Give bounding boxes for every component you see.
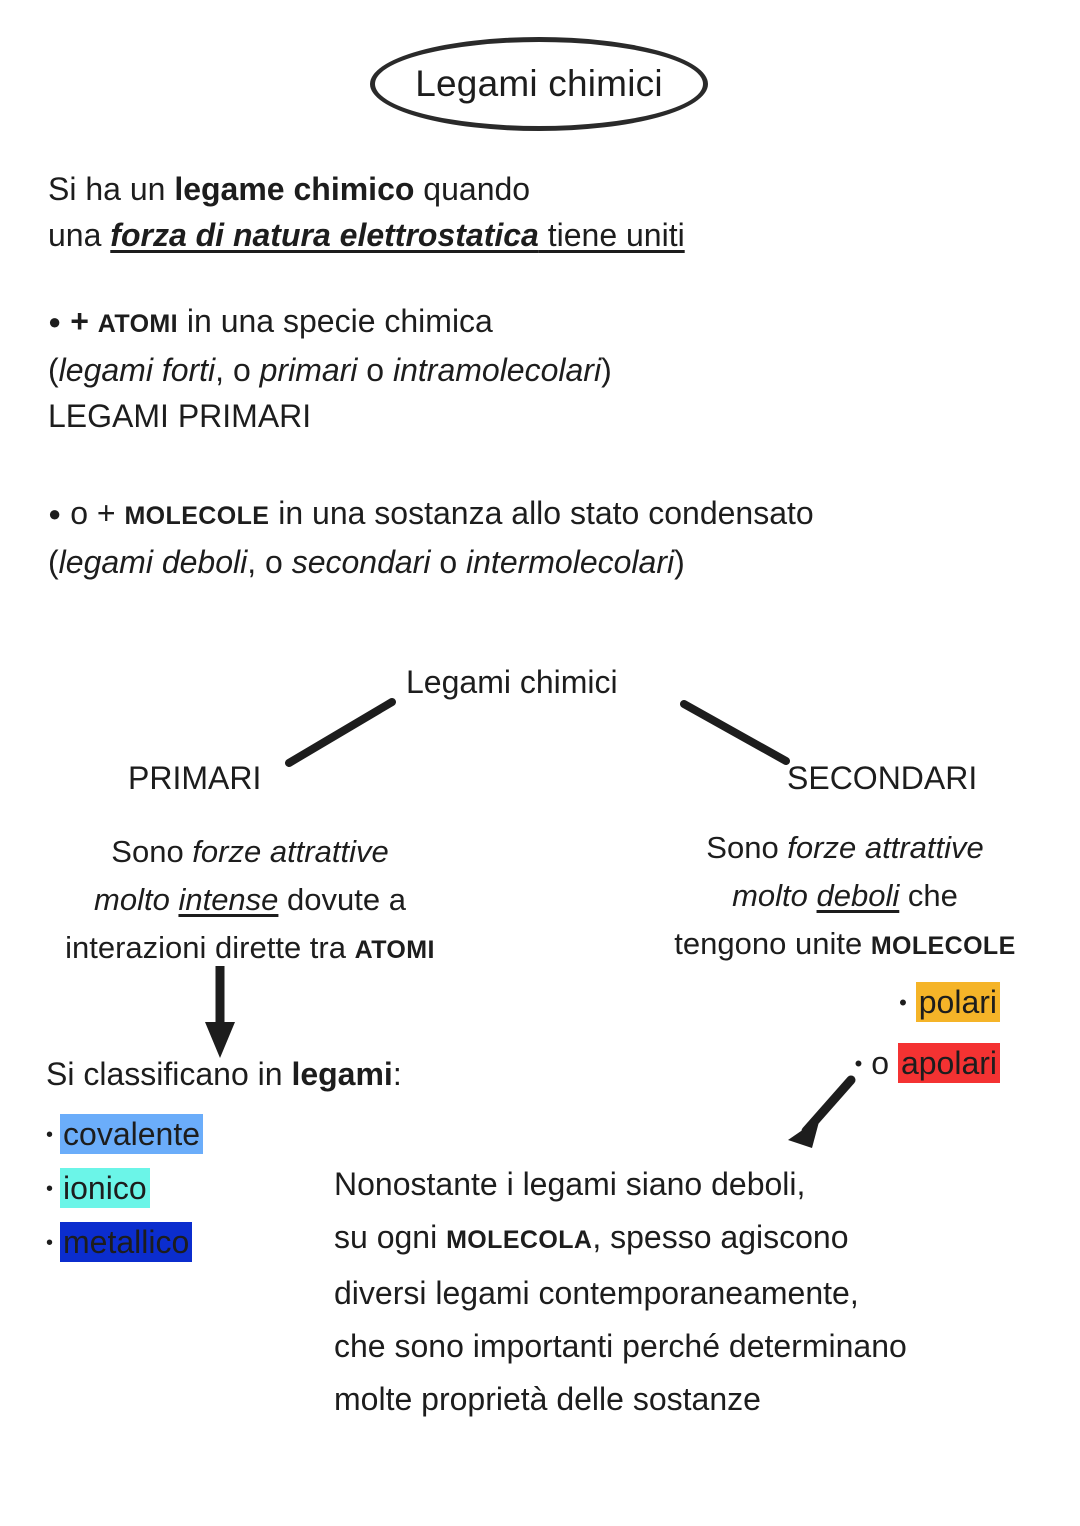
list-item: • covalente bbox=[46, 1108, 203, 1162]
atomi-line-2: (legami forti, o primari o intramolecola… bbox=[48, 347, 612, 393]
closing-line-2: su ogni MOLECOLA, spesso agiscono bbox=[334, 1211, 1054, 1267]
atomi-block: ● + ATOMI in una specie chimica (legami … bbox=[48, 298, 612, 439]
primari-l2-c: dovute a bbox=[278, 882, 406, 917]
secondari-l2-c: che bbox=[899, 878, 958, 913]
atomi-sep-2: o bbox=[357, 352, 393, 388]
closing-line-1: Nonostante i legami siano deboli, bbox=[334, 1166, 806, 1202]
intro-line2-part-c: tiene uniti bbox=[538, 217, 685, 253]
highlight-metallico: metallico bbox=[60, 1222, 193, 1262]
classify-head-c: : bbox=[392, 1056, 402, 1092]
molecole-term-deboli: legami deboli bbox=[58, 544, 248, 580]
bullet-icon: • bbox=[46, 1124, 54, 1146]
secondari-l3-keyword: MOLECOLE bbox=[870, 932, 1016, 960]
intro-line2-part-a: una bbox=[48, 217, 111, 253]
list-item: • o apolari bbox=[700, 1033, 1000, 1094]
list-item: • ionico bbox=[46, 1162, 203, 1216]
classify-head-a: Si classificano in bbox=[46, 1056, 292, 1092]
molecole-line1-rest: in una sostanza allo stato condensato bbox=[269, 495, 814, 531]
tree-branch-primari-label: PRIMARI bbox=[128, 760, 262, 796]
secondari-highlight-list: • polari • o apolari bbox=[700, 972, 1000, 1094]
secondari-line-2: molto deboli che bbox=[620, 872, 1070, 920]
highlight-polari: polari bbox=[915, 982, 1000, 1022]
tree-root-label: Legami chimici bbox=[406, 664, 618, 700]
atomi-term-primari: primari bbox=[259, 352, 358, 388]
molecole-prefix: o + bbox=[61, 495, 125, 531]
primari-description: Sono forze attrattive molto intense dovu… bbox=[10, 828, 490, 974]
primari-l1-a: Sono bbox=[111, 834, 193, 869]
intro-paragraph: Si ha un legame chimico quando una forza… bbox=[48, 166, 685, 258]
primari-line-2: molto intense dovute a bbox=[10, 876, 490, 924]
primari-l1-emphasis: forze attrattive bbox=[192, 834, 389, 869]
intro-line1-part-a: Si ha un bbox=[48, 171, 175, 207]
secondari-l1-emphasis: forze attrattive bbox=[787, 830, 984, 865]
secondari-l2-a: molto bbox=[732, 878, 817, 913]
molecole-sep-1: , o bbox=[247, 544, 292, 580]
closing-line-5: molte proprietà delle sostanze bbox=[334, 1381, 761, 1417]
secondari-l1-a: Sono bbox=[706, 830, 788, 865]
secondari-description: Sono forze attrattive molto deboli che t… bbox=[620, 824, 1070, 970]
classify-head-emphasis: legami bbox=[291, 1056, 393, 1092]
bullet-icon: • bbox=[46, 1232, 54, 1254]
primari-l2-a: molto bbox=[94, 882, 179, 917]
closing-paragraph: Nonostante i legami siano deboli, su ogn… bbox=[334, 1158, 1054, 1426]
secondari-l3-a: tengono unite bbox=[674, 926, 871, 961]
list-item: • metallico bbox=[46, 1216, 203, 1270]
atomi-term-intramolecolari: intramolecolari bbox=[392, 352, 602, 388]
intro-line1-emphasis: legame chimico bbox=[174, 171, 415, 207]
secondari-line-3: tengono unite MOLECOLE bbox=[620, 920, 1070, 970]
molecole-line-2: (legami deboli, o secondari o intermolec… bbox=[48, 539, 814, 585]
highlight-ionico: ionico bbox=[60, 1168, 150, 1208]
highlight-apolari: apolari bbox=[897, 1043, 1000, 1083]
atomi-line-3: LEGAMI PRIMARI bbox=[48, 398, 312, 434]
intro-line-1: Si ha un legame chimico quando bbox=[48, 166, 685, 212]
bullet-icon: • bbox=[854, 1051, 863, 1076]
list-item: • polari bbox=[700, 972, 1000, 1033]
primari-l3-keyword: ATOMI bbox=[354, 936, 435, 964]
primari-line-1: Sono forze attrattive bbox=[10, 828, 490, 876]
closing-line-4: che sono importanti perché determinano bbox=[334, 1328, 907, 1364]
atomi-term-forti: legami forti bbox=[58, 352, 216, 388]
intro-line-2: una forza di natura elettrostatica tiene… bbox=[48, 212, 685, 258]
classify-list: • covalente • ionico • metallico bbox=[46, 1108, 203, 1270]
page-title: Legami chimici bbox=[415, 63, 663, 104]
title-ellipse-shape bbox=[370, 37, 708, 131]
closing-l2-c: , spesso agiscono bbox=[592, 1219, 849, 1255]
primari-line-3: interazioni dirette tra ATOMI bbox=[10, 924, 490, 974]
closing-l2-keyword: MOLECOLA bbox=[446, 1226, 593, 1254]
atomi-line-1: ● + ATOMI in una specie chimica bbox=[48, 298, 612, 347]
bullet-icon: ● bbox=[48, 309, 62, 334]
molecole-paren-close: ) bbox=[674, 544, 685, 580]
closing-l2-a: su ogni bbox=[334, 1219, 447, 1255]
secondari-line-1: Sono forze attrattive bbox=[620, 824, 1070, 872]
closing-line-3: diversi legami contemporaneamente, bbox=[334, 1275, 859, 1311]
atomi-keyword: ATOMI bbox=[97, 310, 179, 338]
highlight-covalente: covalente bbox=[60, 1114, 203, 1154]
atomi-paren-close: ) bbox=[601, 352, 612, 388]
primari-l2-emphasis: intense bbox=[178, 882, 279, 917]
molecole-keyword: MOLECOLE bbox=[124, 502, 270, 530]
bullet-icon: • bbox=[899, 990, 907, 1015]
atomi-plus: + bbox=[61, 303, 98, 339]
apolari-prefix: o bbox=[871, 1045, 898, 1081]
atomi-sep-1: , o bbox=[215, 352, 260, 388]
secondari-l2-emphasis: deboli bbox=[816, 878, 900, 913]
atomi-paren-open: ( bbox=[48, 352, 59, 388]
intro-line1-part-c: quando bbox=[414, 171, 531, 207]
molecole-block: ● o + MOLECOLE in una sostanza allo stat… bbox=[48, 490, 814, 585]
molecole-paren-open: ( bbox=[48, 544, 59, 580]
molecole-term-intermolecolari: intermolecolari bbox=[466, 544, 675, 580]
primari-l3-a: interazioni dirette tra bbox=[65, 930, 355, 965]
intro-line2-emphasis: forza di natura elettrostatica bbox=[110, 217, 539, 253]
molecole-term-secondari: secondari bbox=[291, 544, 431, 580]
atomi-line1-rest: in una specie chimica bbox=[178, 303, 493, 339]
bullet-icon: • bbox=[46, 1178, 54, 1200]
molecole-line-1: ● o + MOLECOLE in una sostanza allo stat… bbox=[48, 490, 814, 539]
bullet-icon: ● bbox=[48, 501, 62, 526]
classify-heading: Si classificano in legami: bbox=[46, 1056, 402, 1093]
molecole-sep-2: o bbox=[430, 544, 467, 580]
tree-branch-secondari-label: SECONDARI bbox=[787, 760, 978, 796]
